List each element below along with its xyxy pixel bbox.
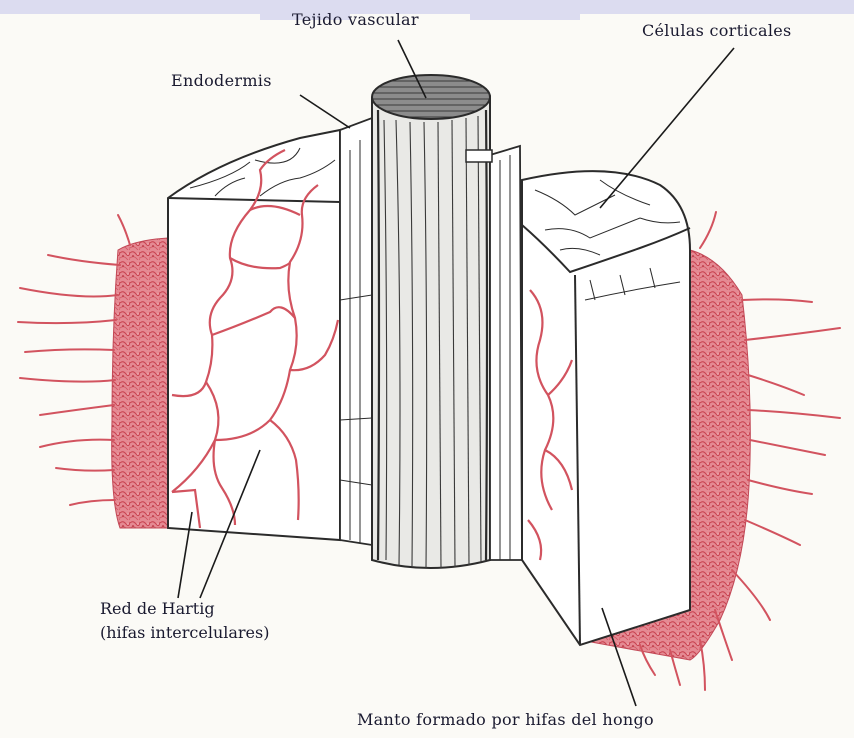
label-cortical-cells: Células corticales (642, 21, 792, 40)
left-fungal-mantle (18, 215, 168, 528)
label-hartig-net: Red de Hartig (hifas intercelulares) (100, 597, 269, 645)
label-hartig-net-line1: Red de Hartig (100, 597, 269, 621)
label-hartig-net-line2: (hifas intercelulares) (100, 621, 269, 645)
label-vascular-tissue: Tejido vascular (292, 10, 419, 29)
top-banner (0, 0, 854, 14)
label-fungal-mantle: Manto formado por hifas del hongo (357, 710, 654, 729)
top-banner-tab-right (470, 0, 580, 20)
vascular-cylinder (372, 75, 490, 568)
endodermis-left-strip (340, 118, 372, 545)
leader-endodermis (300, 95, 350, 128)
label-endodermis: Endodermis (171, 71, 272, 90)
left-cortex-block (168, 130, 340, 540)
leader-cortical (600, 48, 734, 208)
right-cortex-block (522, 171, 690, 645)
